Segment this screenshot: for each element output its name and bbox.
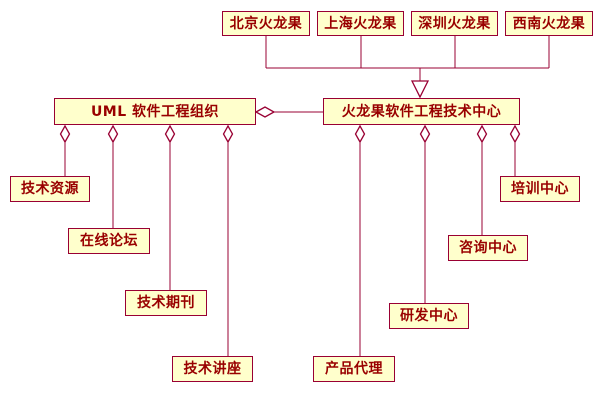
- aggregation-connector-training-center: [509, 124, 521, 176]
- node-southwest-branch: 西南火龙果: [505, 11, 593, 36]
- aggregation-diamond-icon: [354, 124, 366, 144]
- node-tech-journal: 技术期刊: [125, 290, 207, 316]
- node-rd-center: 研发中心: [389, 303, 469, 329]
- node-beijing-branch: 北京火龙果: [222, 11, 310, 36]
- aggregation-diamond-icon: [164, 124, 176, 144]
- node-tech-center: 火龙果软件工程技术中心: [323, 98, 520, 125]
- aggregation-connector-tech-lectures: [222, 124, 234, 356]
- node-uml-organization: UML 软件工程组织: [54, 98, 256, 125]
- aggregation-connector-consulting-center: [476, 124, 488, 235]
- aggregation-connector-online-forum: [107, 124, 119, 228]
- aggregation-diamond-icon: [222, 124, 234, 144]
- node-training-center: 培训中心: [500, 176, 580, 202]
- aggregation-diamond-icon: [419, 124, 431, 144]
- aggregation-connector-hubs: [254, 106, 323, 118]
- aggregation-connector-tech-resources: [59, 124, 71, 176]
- node-consulting-center: 咨询中心: [448, 235, 528, 261]
- aggregation-connector-tech-journal: [164, 124, 176, 290]
- node-tech-resources: 技术资源: [10, 176, 90, 202]
- aggregation-connector-rd-center: [419, 124, 431, 303]
- node-tech-lectures: 技术讲座: [172, 356, 253, 382]
- aggregation-diamond-icon: [254, 106, 276, 118]
- generalization-connector: [265, 36, 550, 99]
- aggregation-diamond-icon: [509, 124, 521, 144]
- generalization-arrow-icon: [410, 80, 430, 99]
- aggregation-connector-product-agency: [354, 124, 366, 356]
- node-shanghai-branch: 上海火龙果: [317, 11, 404, 36]
- node-shenzhen-branch: 深圳火龙果: [411, 11, 498, 36]
- aggregation-diamond-icon: [107, 124, 119, 144]
- aggregation-diamond-icon: [476, 124, 488, 144]
- node-online-forum: 在线论坛: [68, 228, 150, 254]
- node-product-agency: 产品代理: [313, 356, 395, 382]
- aggregation-diamond-icon: [59, 124, 71, 144]
